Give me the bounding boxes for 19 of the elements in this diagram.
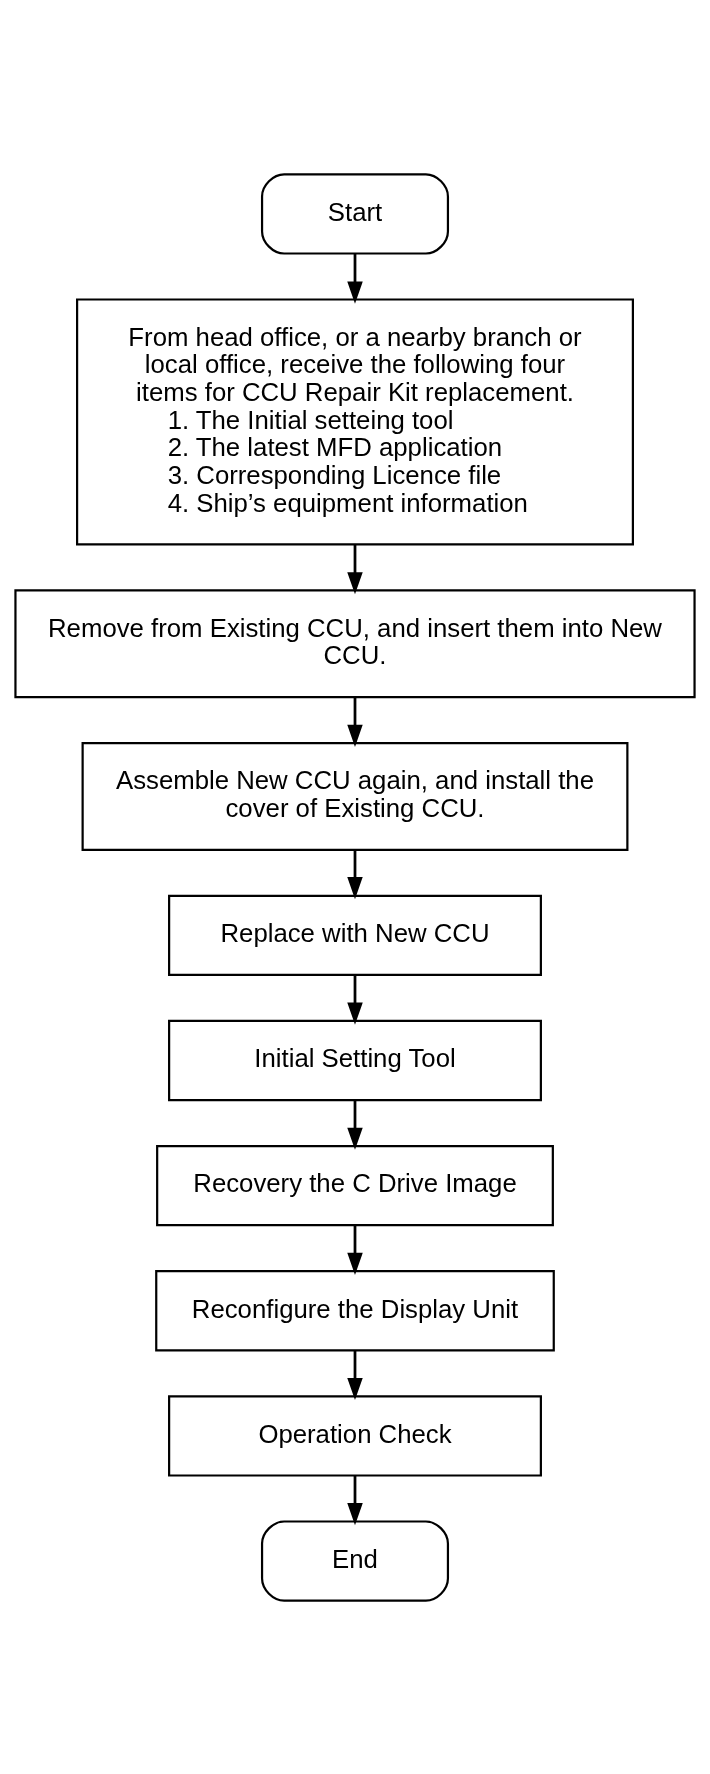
node-box: Remove from Existing CCU, and insert them into New CCU. [14, 588, 696, 698]
node-box: Recovery the C Drive Image [156, 1144, 554, 1226]
arrow [347, 1224, 363, 1275]
arrow [347, 697, 363, 747]
node-box: Replace with New CCU [168, 894, 542, 976]
arrow [347, 544, 363, 594]
node-box: End [260, 1519, 450, 1602]
node-box: Start [260, 172, 450, 255]
arrow [347, 1349, 363, 1400]
node-box: Reconfigure the Display Unit [155, 1269, 555, 1351]
arrow [347, 974, 363, 1025]
node-box: Operation Check [168, 1394, 542, 1477]
node-box: Initial Setting Tool [168, 1019, 542, 1101]
node-box: From head office, or a nearby branch or local office, receive the following four items for CCU Repair Kit replacement. 1. The Initial setteing tool 2. The latest MFD application 3. Corresponding Licence file 4. Ship’s equipment information [76, 297, 634, 545]
arrow [347, 849, 363, 899]
node-box: Assemble New CCU again, and install the cover of Existing CCU. [81, 741, 629, 851]
arrow [347, 1475, 363, 1525]
arrow [347, 253, 363, 304]
arrow [347, 1099, 363, 1150]
